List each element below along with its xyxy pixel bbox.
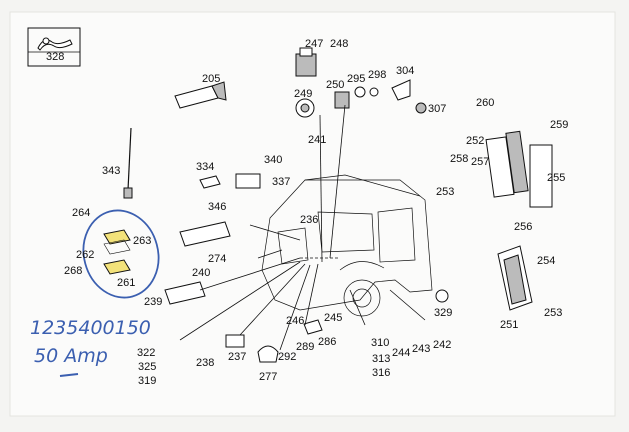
callout-313: 313 [372,353,390,365]
callout-238: 238 [196,357,214,369]
diagram-paper [9,11,616,417]
leader-lines [179,104,426,351]
part-shapes [123,47,553,363]
callout-258: 258 [450,153,468,165]
callout-329: 329 [434,307,452,319]
callout-274: 274 [208,253,226,265]
callout-263: 263 [133,235,151,247]
callout-243: 243 [412,343,430,355]
callout-247: 247 [305,38,323,50]
callout-261: 261 [117,277,135,289]
handwritten-amperage: 50 Amp [34,345,108,367]
callout-337: 337 [272,176,290,188]
callout-260: 260 [476,97,494,109]
callout-250: 250 [326,79,344,91]
callout-239: 239 [144,296,162,308]
callout-256: 256 [514,221,532,233]
callout-262: 262 [76,249,94,261]
callout-328: 328 [46,51,64,63]
callout-292: 292 [278,351,296,363]
callout-244: 244 [392,347,410,359]
callout-252: 252 [466,135,484,147]
inset-box-328 [27,27,81,67]
callout-259: 259 [550,119,568,131]
highlighted-relay-group [82,209,160,299]
callout-205: 205 [202,73,220,85]
callout-346: 346 [208,201,226,213]
callout-255: 255 [547,172,565,184]
callout-236: 236 [300,214,318,226]
truck-cab-outline [261,174,433,317]
callouts: 328 247 248 205 249 250 295 298 304 307 … [46,38,568,387]
callout-298: 298 [368,69,386,81]
callout-264: 264 [72,207,90,219]
callout-304: 304 [396,65,414,77]
callout-253b: 253 [544,307,562,319]
callout-241: 241 [308,134,326,146]
callout-251: 251 [500,319,518,331]
callout-253: 253 [436,186,454,198]
handwritten-part-number: 1235400150 [30,317,151,339]
callout-322: 322 [137,347,155,359]
callout-277: 277 [259,371,277,383]
callout-319: 319 [138,375,156,387]
callout-257: 257 [471,156,489,168]
callout-340: 340 [264,154,282,166]
callout-254: 254 [537,255,555,267]
callout-295: 295 [347,73,365,85]
callout-237: 237 [228,351,246,363]
callout-240: 240 [192,267,210,279]
handwritten-notes: 1235400150 50 Amp [30,317,151,377]
callout-248: 248 [330,38,348,50]
callout-289: 289 [296,341,314,353]
callout-242: 242 [433,339,451,351]
callout-246: 246 [286,315,304,327]
callout-316: 316 [372,367,390,379]
callout-325: 325 [138,361,156,373]
callout-343: 343 [102,165,120,177]
callout-310: 310 [371,337,389,349]
callout-249: 249 [294,88,312,100]
callout-307: 307 [428,103,446,115]
callout-245: 245 [324,312,342,324]
callout-286: 286 [318,336,336,348]
callout-334: 334 [196,161,214,173]
callout-268: 268 [64,265,82,277]
